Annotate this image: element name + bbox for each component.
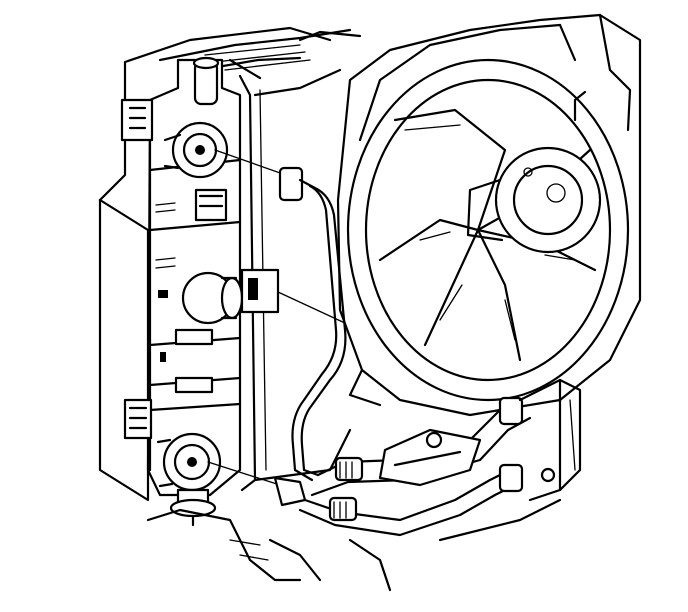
fan-motor <box>466 90 602 254</box>
cooler-line-upper <box>214 149 347 482</box>
lower-mount-bushing <box>169 488 217 527</box>
lower-frame <box>146 378 582 592</box>
lower-cooler-fitting <box>156 432 222 492</box>
cooler-line-lower <box>207 396 532 537</box>
cooling-fan-shroud <box>336 13 642 417</box>
mid-fitting <box>181 268 361 331</box>
upper-cooler-fitting <box>163 121 229 179</box>
line-clip-bracket <box>378 428 482 487</box>
